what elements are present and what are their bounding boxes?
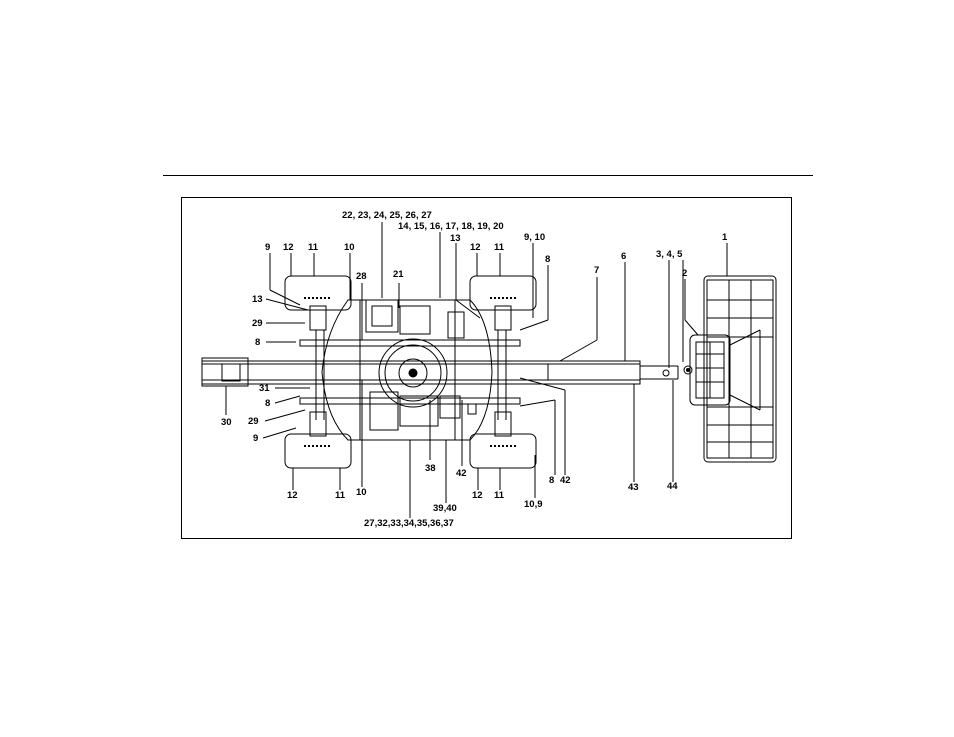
chassis <box>300 300 520 440</box>
wheel-rear-right <box>470 412 536 468</box>
callout-21: 21 <box>393 269 404 280</box>
callout-14-20: 14, 15, 16, 17, 18, 19, 20 <box>398 221 504 232</box>
platform <box>690 276 776 462</box>
callout-11-bottom-left: 11 <box>335 490 346 501</box>
callout-43: 43 <box>628 482 639 493</box>
callout-8-left-top: 8 <box>255 337 260 348</box>
callout-12-top-right: 12 <box>470 242 481 253</box>
callout-12-bottom-left: 12 <box>287 490 298 501</box>
callout-10-9: 10,9 <box>524 499 543 510</box>
callout-2: 2 <box>682 268 687 279</box>
callout-3-4-5: 3, 4, 5 <box>656 249 683 260</box>
callout-7: 7 <box>594 265 599 276</box>
callout-13-left: 13 <box>252 294 263 305</box>
callout-29-top: 29 <box>252 318 263 329</box>
callout-42-left: 42 <box>456 468 467 479</box>
callout-28: 28 <box>356 271 367 282</box>
callout-8-top-right: 8 <box>545 254 550 265</box>
callout-9-bottom-left: 9 <box>253 433 258 444</box>
leader-lines <box>226 222 727 518</box>
callout-11-top-left: 11 <box>308 242 319 253</box>
callout-12-top-left: 12 <box>283 242 294 253</box>
wheel-front-right <box>470 276 536 330</box>
callout-13-top: 13 <box>450 233 461 244</box>
callout-9-top-left: 9 <box>265 242 270 253</box>
callout-labels: 22, 23, 24, 25, 26, 27 14, 15, 16, 17, 1… <box>221 210 728 529</box>
callout-12-bottom-right: 12 <box>472 490 483 501</box>
callout-8-bottom-right: 8 <box>549 475 554 486</box>
callout-9-10-top: 9, 10 <box>524 232 545 243</box>
callout-44: 44 <box>667 481 678 492</box>
callout-11-top-right: 11 <box>494 242 505 253</box>
callout-22-27: 22, 23, 24, 25, 26, 27 <box>342 210 432 221</box>
callout-42-right: 42 <box>560 475 571 486</box>
callout-6: 6 <box>621 251 626 262</box>
callout-10-bottom-left: 10 <box>356 487 367 498</box>
callout-8-left-bottom: 8 <box>265 398 270 409</box>
callout-11-bottom-right: 11 <box>494 490 505 501</box>
callout-29-bottom: 29 <box>248 416 259 427</box>
callout-39-40: 39,40 <box>433 503 457 514</box>
callout-38: 38 <box>425 463 436 474</box>
callout-30: 30 <box>221 417 232 428</box>
callout-31: 31 <box>259 383 270 394</box>
callout-27-37: 27,32,33,34,35,36,37 <box>364 518 454 529</box>
callout-10-top-left: 10 <box>344 242 355 253</box>
wheel-rear-left <box>285 412 351 468</box>
callout-1: 1 <box>722 232 728 243</box>
